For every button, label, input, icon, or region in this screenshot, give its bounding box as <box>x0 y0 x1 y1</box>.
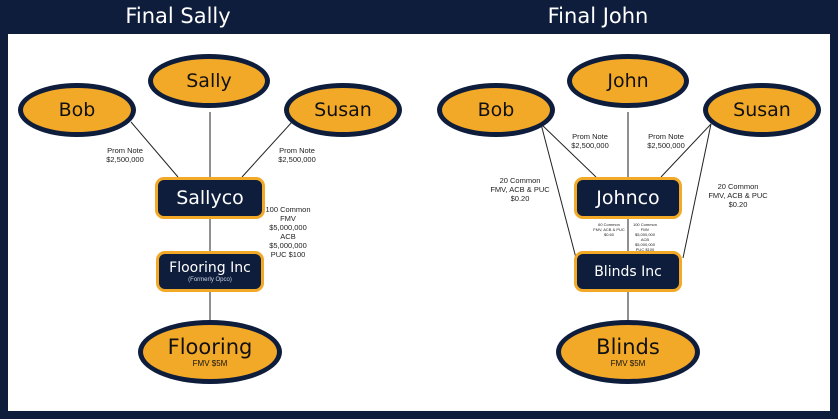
node-john: John <box>567 54 689 108</box>
note-john-bob-shares: 20 Common FMV, ACB & PUC $0.20 <box>490 176 550 203</box>
line-susan-sallyco <box>241 121 293 178</box>
node-sallyco-label: Sallyco <box>176 187 244 209</box>
line-susan-blindsinc <box>682 123 712 259</box>
node-flooring-inc-sub: (Formerly Opco) <box>188 277 232 283</box>
node-flooring-fmv: FMV $5M <box>192 359 228 368</box>
note-bob-prom-note: Prom Note $2,500,000 <box>106 146 144 164</box>
note-sallyco-shares: 100 Common FMV $5,000,000 ACB $5,000,000… <box>265 205 311 259</box>
line-susan-johnco <box>660 123 712 178</box>
node-sally-label: Sally <box>186 70 232 92</box>
node-susan-label: Susan <box>314 99 372 121</box>
node-blinds-inc-label: Blinds Inc <box>594 263 662 280</box>
node-john-label: John <box>607 70 649 92</box>
title-final-john: Final John <box>547 4 649 28</box>
node-susan-john: Susan <box>703 83 821 137</box>
node-blinds-fmv: FMV $5M <box>610 359 646 368</box>
node-johnco-label: Johnco <box>596 187 660 209</box>
node-bob-label: Bob <box>58 99 96 121</box>
note-johnco-small-shares: 100 Common FMV $5,000,000 ACB $5,000,000… <box>632 222 657 252</box>
node-flooring-label: Flooring <box>167 335 253 359</box>
note-john-susan-shares: 20 Common FMV, ACB & PUC $0.20 <box>708 182 768 209</box>
node-blinds-label: Blinds <box>596 335 660 359</box>
line-bob-sallyco <box>130 121 179 178</box>
node-susan: Susan <box>284 83 402 137</box>
node-flooring-inc: Flooring Inc (Formerly Opco) <box>156 251 264 292</box>
note-john-susan-prom-note: Prom Note $2,500,000 <box>647 132 685 150</box>
node-sallyco: Sallyco <box>155 177 265 219</box>
node-blinds-inc: Blinds Inc <box>574 251 682 292</box>
node-johnco: Johnco <box>574 177 682 219</box>
node-bob-john-label: Bob <box>477 99 515 121</box>
line-bob-johnco <box>540 123 597 178</box>
node-bob-john: Bob <box>437 83 555 137</box>
node-bob: Bob <box>18 83 136 137</box>
note-john-small-shares: 60 Common FMV, ACB & PUC $0.60 <box>593 222 625 237</box>
line-bob-blindsinc <box>540 123 577 259</box>
note-susan-prom-note: Prom Note $2,500,000 <box>278 146 316 164</box>
node-flooring: Flooring FMV $5M <box>138 320 282 384</box>
node-blinds: Blinds FMV $5M <box>556 320 700 384</box>
note-john-bob-prom-note: Prom Note $2,500,000 <box>571 132 609 150</box>
node-sally: Sally <box>148 54 270 108</box>
node-flooring-inc-label: Flooring Inc <box>169 260 251 276</box>
node-susan-john-label: Susan <box>733 99 791 121</box>
title-final-sally: Final Sally <box>125 4 231 28</box>
